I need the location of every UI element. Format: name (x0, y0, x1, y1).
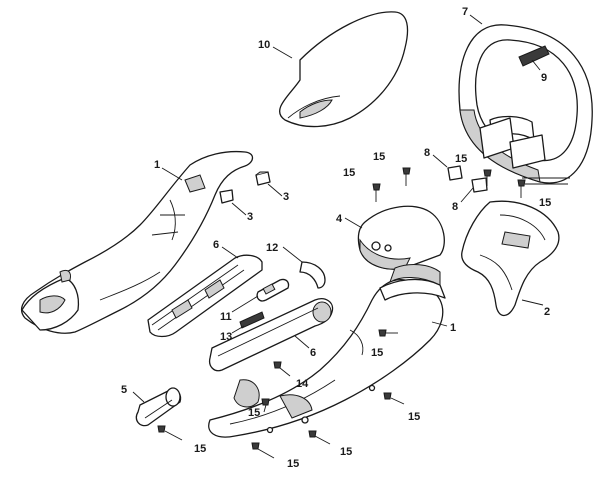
screws (157, 167, 526, 459)
part-1-handle-housing-left (21, 150, 254, 334)
screw-15-h (157, 425, 183, 441)
part-1-main-housing (208, 264, 446, 438)
callout-15-d: 15 (539, 197, 551, 209)
screw-15-d (517, 179, 526, 198)
part-9-spring (518, 45, 550, 67)
callout-15-e: 15 (371, 347, 383, 359)
part-10-shield (278, 11, 409, 128)
callout-4: 4 (336, 213, 343, 225)
callout-15-h: 15 (194, 443, 206, 455)
callout-15-j: 15 (340, 446, 352, 458)
callout-11: 11 (220, 311, 232, 323)
callout-2: 2 (544, 306, 550, 318)
callout-15-f: 15 (408, 411, 420, 423)
callout-8-lower: 8 (452, 201, 458, 213)
callout-15-g: 15 (248, 407, 260, 419)
screw-15-e (378, 329, 398, 337)
screw-15-f (383, 392, 405, 405)
callout-1-lower: 1 (450, 322, 456, 334)
part-4-cap (357, 205, 445, 270)
screw-15-i (251, 442, 275, 459)
callout-14: 14 (296, 378, 309, 390)
callout-6-lower: 6 (310, 347, 316, 359)
callout-10: 10 (258, 39, 270, 51)
screw-15-j (308, 430, 331, 445)
callout-1-upper: 1 (154, 159, 160, 171)
callout-15-a: 15 (373, 151, 385, 163)
callout-9: 9 (541, 72, 547, 84)
callout-15-i: 15 (287, 458, 299, 470)
screw-15-g (261, 398, 270, 413)
callout-5: 5 (121, 384, 127, 396)
callout-labels: 10 7 9 1 3 3 4 6 12 15 15 8 15 8 15 2 1 … (121, 6, 551, 470)
part-8-pins (447, 165, 488, 193)
callout-8-upper: 8 (424, 147, 430, 159)
part-6-tube-lower (208, 298, 334, 372)
screw-15-b (372, 183, 381, 202)
part-13-spring (239, 311, 265, 329)
callout-15-b: 15 (343, 167, 355, 179)
callout-6-upper: 6 (213, 239, 219, 251)
part-3-clips (219, 171, 271, 204)
callout-15-c: 15 (455, 153, 467, 165)
leader-lines (132, 14, 544, 403)
part-5-grip-tube (135, 387, 182, 427)
part-6-channel-upper (147, 254, 263, 338)
callout-12: 12 (266, 242, 278, 254)
callout-13: 13 (220, 331, 232, 343)
callout-7: 7 (462, 6, 468, 18)
part-11-lever (256, 278, 290, 302)
part-7-loop-handle (458, 24, 593, 185)
screw-14 (273, 361, 291, 377)
screw-15-a (402, 167, 411, 186)
part-12-clip (299, 261, 326, 289)
callout-3-lower: 3 (247, 211, 253, 223)
screw-15-c (483, 169, 492, 186)
part-2-front-guard (461, 200, 560, 317)
callout-3-upper: 3 (283, 191, 289, 203)
